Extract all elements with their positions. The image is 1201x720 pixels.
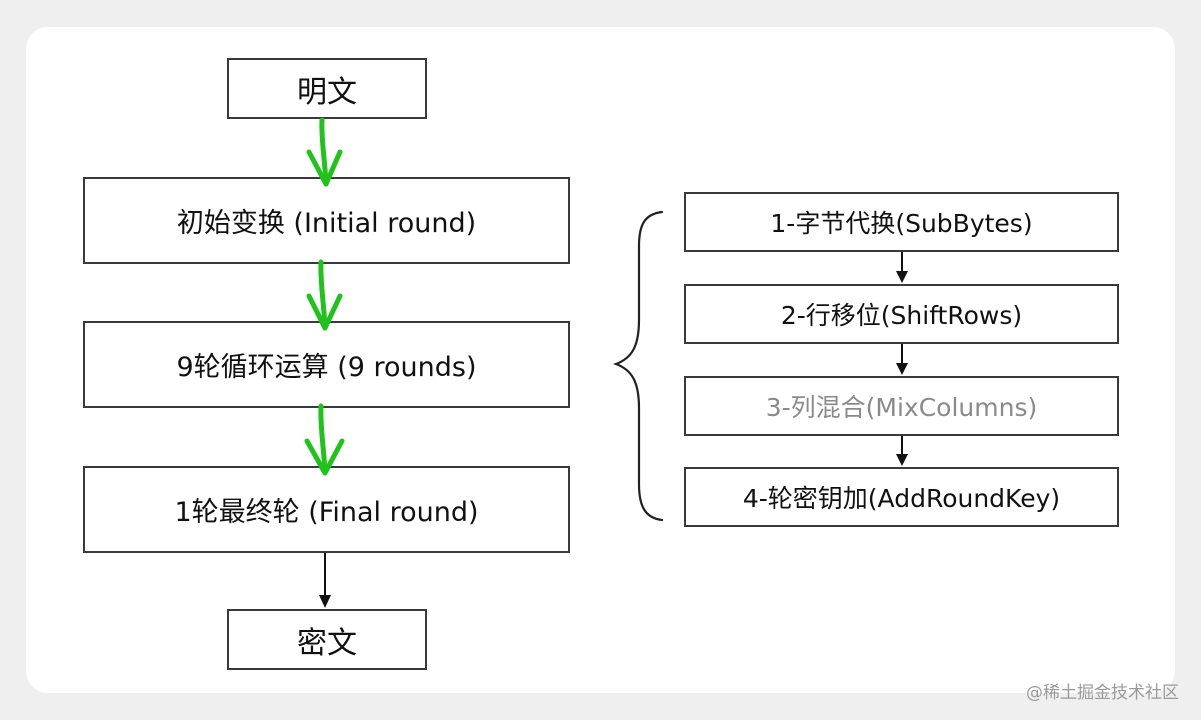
- step-box-mixcolumns: 3-列混合(MixColumns): [684, 376, 1119, 436]
- ciphertext-label: 密文: [297, 625, 357, 661]
- step-box-shiftrows: 2-行移位(ShiftRows): [684, 284, 1119, 344]
- step-box-addroundkey: 4-轮密钥加(AddRoundKey): [684, 467, 1119, 527]
- step-arrow-1: [896, 252, 908, 283]
- rounds-label: 9轮循环运算 (9 rounds): [176, 352, 477, 383]
- plaintext-box: 明文: [227, 58, 427, 119]
- step-label-mixcolumns: 3-列混合(MixColumns): [765, 393, 1038, 422]
- step-box-subbytes: 1-字节代换(SubBytes): [684, 192, 1119, 252]
- rounds-box: 9轮循环运算 (9 rounds): [83, 321, 570, 408]
- step-arrow-2: [896, 344, 908, 375]
- step-label-addroundkey: 4-轮密钥加(AddRoundKey): [742, 484, 1061, 513]
- final-round-label: 1轮最终轮 (Final round): [174, 497, 479, 528]
- curly-brace: [612, 210, 664, 522]
- step-arrow-3: [896, 436, 908, 466]
- green-arrow-3: [304, 403, 345, 476]
- plaintext-label: 明文: [297, 74, 357, 110]
- step-label-subbytes: 1-字节代换(SubBytes): [770, 209, 1033, 238]
- final-round-box: 1轮最终轮 (Final round): [83, 466, 570, 553]
- ciphertext-box: 密文: [227, 609, 427, 670]
- green-arrow-2: [306, 259, 343, 331]
- green-arrow-1: [306, 117, 343, 187]
- initial-round-label: 初始变换 (Initial round): [176, 208, 477, 239]
- watermark: @稀土掘金技术社区: [1026, 683, 1179, 703]
- step-label-shiftrows: 2-行移位(ShiftRows): [780, 301, 1023, 330]
- black-arrow-final-to-cipher: [319, 553, 331, 608]
